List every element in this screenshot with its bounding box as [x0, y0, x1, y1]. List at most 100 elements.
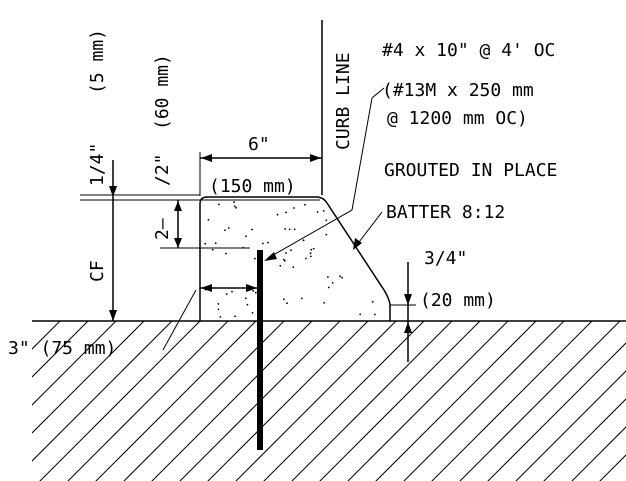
stipple-dot	[288, 228, 291, 231]
stipple-dot	[322, 210, 325, 212]
dowel-bar	[257, 250, 263, 450]
stipple-dot	[214, 242, 217, 245]
stipple-dot	[225, 293, 228, 295]
six-inch-label: 6"	[248, 134, 270, 155]
stipple-dot	[284, 228, 286, 230]
stipple-dot	[224, 229, 226, 232]
hatch-line	[599, 454, 626, 481]
stipple-dot	[227, 227, 230, 229]
stipple-dot	[374, 313, 376, 316]
hatch-line	[32, 321, 145, 434]
hatch-line	[151, 321, 313, 481]
reveal-arrow-top	[404, 294, 412, 305]
stipple-dot	[262, 242, 264, 245]
cf-arrow-top	[109, 186, 117, 197]
stipple-dot	[376, 238, 379, 241]
stipple-dot	[305, 257, 307, 260]
stipple-dot	[327, 276, 329, 278]
three-inch-leader	[162, 289, 197, 351]
ground-hatch	[32, 321, 626, 481]
stipple-dot	[244, 297, 247, 300]
rebar-label-line3: @ 1200 mm OC)	[387, 108, 528, 129]
stipple-dot	[292, 266, 295, 268]
two-inch-arrow-top	[174, 201, 182, 211]
one-fifty-mm-label: (150 mm)	[209, 176, 296, 197]
stipple-dot	[286, 302, 288, 305]
curb-line-label: CURB LINE	[333, 52, 354, 150]
hatch-line	[403, 321, 565, 481]
hatch-line	[431, 321, 593, 481]
hatch-line	[179, 321, 341, 481]
stipple-dot	[231, 290, 233, 293]
stipple-dot	[211, 248, 214, 251]
stipple-dot	[347, 217, 349, 219]
stipple-dot	[316, 211, 319, 213]
stipple-dot	[325, 219, 328, 222]
stipple-dot	[204, 242, 207, 245]
batter-leader-arrow	[353, 238, 362, 250]
stipple-dot	[300, 297, 303, 300]
stipple-dot	[302, 239, 305, 242]
stipple-dot	[234, 315, 236, 318]
stipple-dot	[233, 205, 236, 208]
stipple-dot	[285, 211, 287, 214]
three-inch-arrow-left	[201, 284, 212, 292]
stipple-dot	[339, 275, 341, 278]
two-inch-arrow-bottom	[174, 238, 182, 248]
hatch-line	[95, 321, 257, 481]
stipple-dot	[207, 219, 210, 221]
hatch-line	[375, 321, 537, 481]
cf-arrow-bottom	[109, 310, 117, 321]
stipple-dot	[356, 218, 359, 220]
stipple-dot	[267, 241, 269, 244]
stipple-dot	[251, 228, 254, 231]
hatch-line	[32, 321, 89, 378]
rebar-leader	[267, 87, 385, 259]
stipple-dot	[218, 203, 220, 206]
six-inch-arrow-left	[201, 154, 212, 162]
hatch-line	[32, 321, 117, 406]
stipple-dot	[341, 276, 343, 279]
stipple-dot	[276, 213, 279, 216]
hatch-line	[543, 398, 626, 481]
stipple-dot	[293, 207, 295, 209]
hatch-line	[515, 370, 626, 481]
stipple-dot	[304, 203, 306, 206]
stipple-dot	[325, 233, 328, 236]
quarter-inch-label: 1/4"	[87, 143, 108, 186]
hatch-line	[487, 342, 626, 481]
rebar-label-line1: #4 x 10" @ 4' OC	[382, 40, 555, 61]
rebar-leader-arrow	[264, 252, 277, 261]
sixty-mm-label: (60 mm)	[152, 54, 173, 130]
two-dash-label: 2–	[152, 218, 173, 240]
stipple-dot	[310, 255, 312, 258]
hatch-line	[291, 321, 453, 481]
stipple-dot	[219, 316, 222, 318]
stipple-dot	[254, 257, 256, 260]
stipple-dot	[359, 313, 362, 316]
stipple-dot	[235, 206, 238, 209]
stipple-dot	[279, 264, 282, 267]
stipple-dot	[377, 223, 379, 225]
hatch-line	[39, 321, 201, 481]
stipple-dot	[217, 303, 220, 305]
hatch-line	[207, 321, 369, 481]
curb-outline	[199, 196, 391, 321]
hatch-line	[347, 321, 509, 481]
stipple-dot	[290, 249, 292, 252]
stipple-dot	[285, 252, 287, 254]
hatch-line	[571, 426, 626, 481]
stipple-dot	[233, 201, 235, 204]
cf-label: CF	[87, 260, 108, 282]
hatch-line	[459, 321, 621, 481]
stipple-dot	[217, 308, 220, 311]
hatch-line	[32, 321, 173, 462]
stipple-dot	[371, 300, 374, 303]
hatch-line	[263, 321, 425, 481]
stipple-dot	[251, 312, 254, 314]
six-inch-arrow-right	[310, 154, 321, 162]
stipple-dot	[225, 252, 227, 255]
stipple-dot	[327, 286, 330, 289]
stipple-dot	[283, 298, 285, 301]
